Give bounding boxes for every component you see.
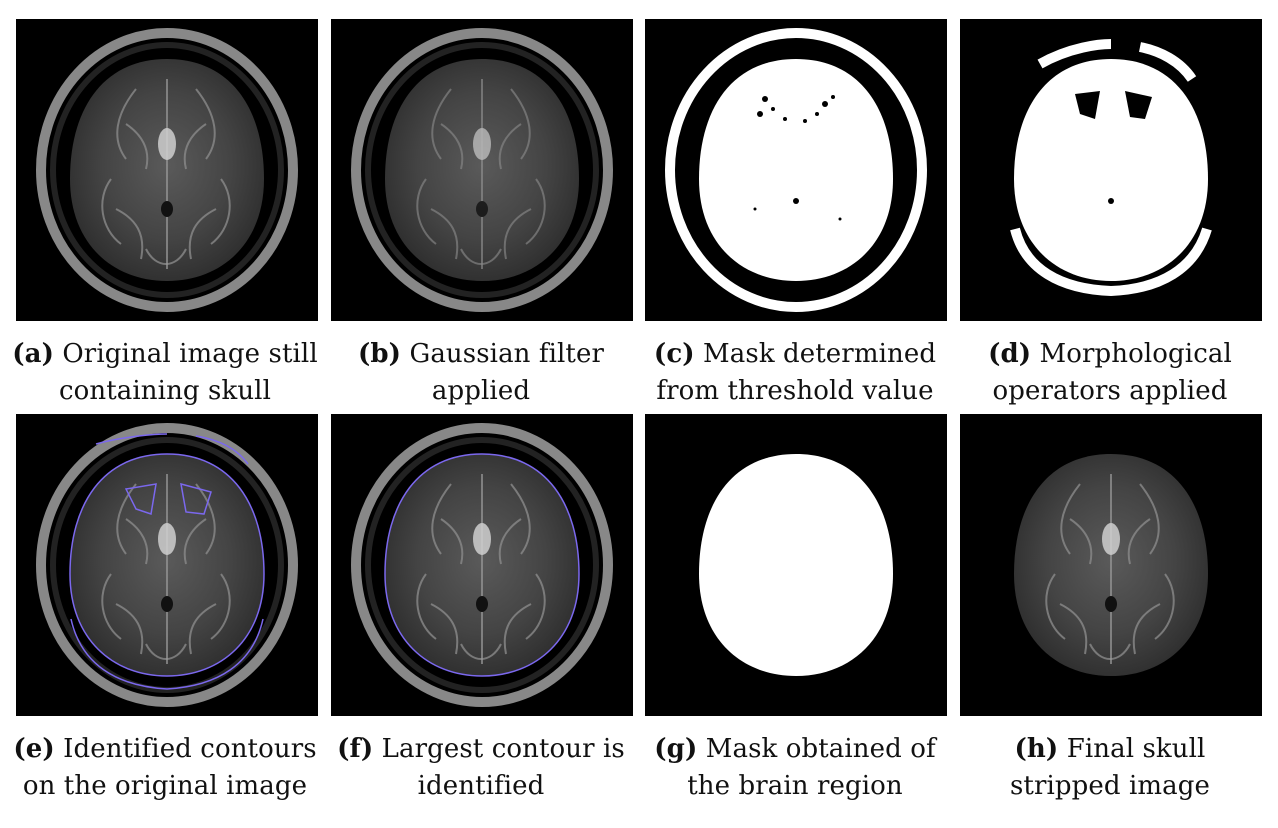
caption-e: (e) Identified contours on the original …	[5, 731, 325, 805]
caption-line2: applied	[431, 376, 531, 406]
caption-tag: (e)	[13, 734, 55, 764]
caption-line2: containing skull	[58, 376, 271, 406]
caption-d: (d) Morphological operators applied	[950, 336, 1270, 410]
caption-line1: Identified contours	[63, 734, 317, 764]
panel-d-image	[960, 19, 1262, 321]
panel-c-image	[645, 19, 947, 321]
panel-a-image	[16, 19, 318, 321]
caption-tag: (c)	[653, 339, 695, 369]
caption-tag: (g)	[654, 734, 698, 764]
caption-tag: (d)	[988, 339, 1032, 369]
caption-line2: on the original image	[22, 771, 308, 801]
caption-f: (f) Largest contour is identified	[321, 731, 641, 805]
caption-a: (a) Original image still containing skul…	[5, 336, 325, 410]
caption-line2: stripped image	[1009, 771, 1211, 801]
caption-line2: operators applied	[992, 376, 1228, 406]
caption-tag: (h)	[1014, 734, 1059, 764]
caption-line1: Largest contour is	[381, 734, 625, 764]
caption-tag: (a)	[12, 339, 55, 369]
panel-b-image	[331, 19, 633, 321]
caption-line1: Gaussian filter	[409, 339, 604, 369]
caption-line2: the brain region	[687, 771, 903, 801]
caption-b: (b) Gaussian filter applied	[321, 336, 641, 410]
caption-line1: Final skull	[1066, 734, 1206, 764]
caption-tag: (b)	[357, 339, 402, 369]
caption-tag: (f)	[337, 734, 374, 764]
caption-h: (h) Final skull stripped image	[950, 731, 1270, 805]
panel-g-image	[645, 414, 947, 716]
caption-c: (c) Mask determined from threshold value	[635, 336, 955, 410]
caption-line1: Mask determined	[703, 339, 937, 369]
caption-g: (g) Mask obtained of the brain region	[635, 731, 955, 805]
caption-line2: from threshold value	[656, 376, 934, 406]
panel-h-image	[960, 414, 1262, 716]
caption-line2: identified	[417, 771, 545, 801]
panel-e-image	[16, 414, 318, 716]
caption-line1: Original image still	[62, 339, 318, 369]
caption-line1: Morphological	[1039, 339, 1232, 369]
panel-f-image	[331, 414, 633, 716]
caption-line1: Mask obtained of	[705, 734, 936, 764]
